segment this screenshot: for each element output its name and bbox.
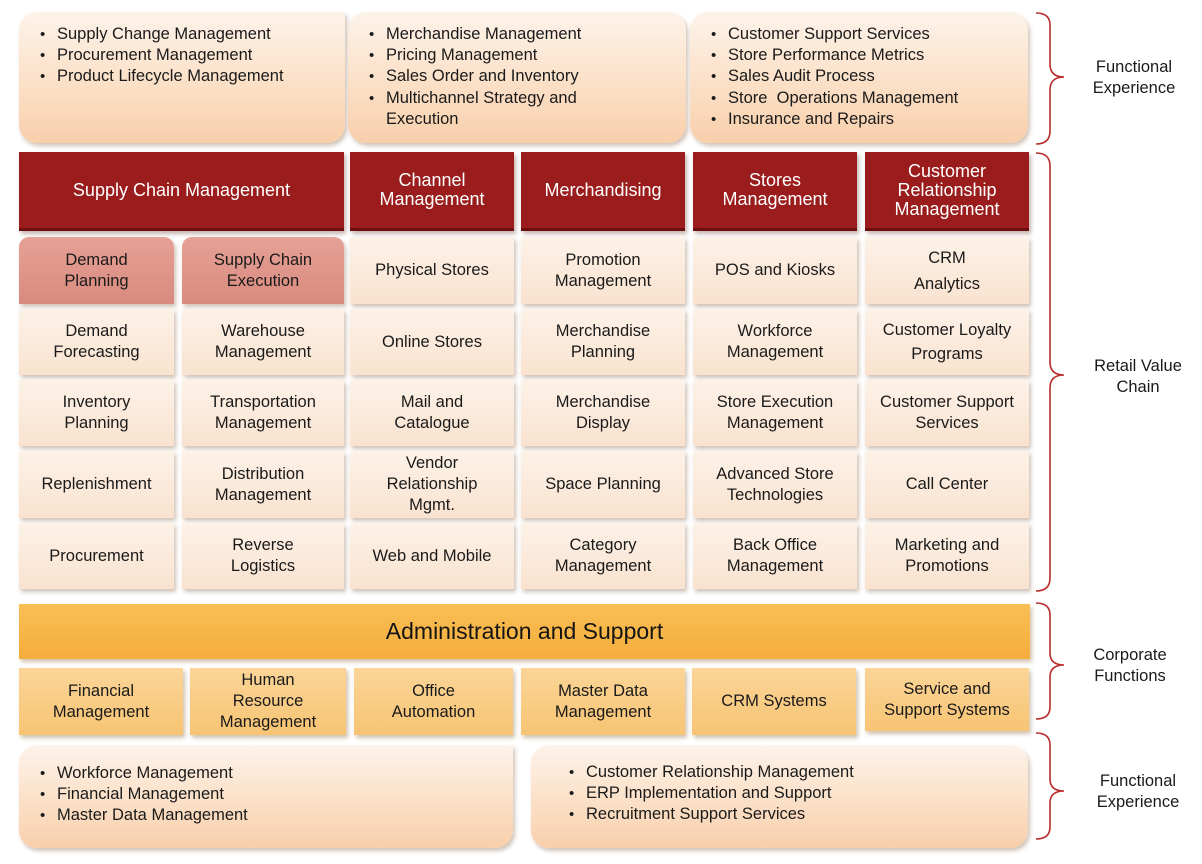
functional-panel-stores: Customer Support Services Store Performa… xyxy=(690,12,1028,143)
bracket-corporate xyxy=(1035,602,1065,720)
bullet-item: ERP Implementation and Support xyxy=(569,783,1014,804)
bullet-item: Multichannel Strategy and Execution xyxy=(369,88,616,130)
header-stores: Stores Management xyxy=(693,152,857,231)
bullet-item: Recruitment Support Services xyxy=(569,804,1014,825)
functional-panel-supply: Supply Change Management Procurement Man… xyxy=(19,12,345,143)
admin-cell-financial: Financial Management xyxy=(19,668,183,735)
cell-physical-stores: Physical Stores xyxy=(350,237,514,304)
bullet-item: Store Performance Metrics xyxy=(711,45,1014,66)
admin-cell-service-support: Service and Support Systems xyxy=(865,668,1029,731)
bullet-item: Insurance and Repairs xyxy=(711,109,1014,130)
cell-crm-analytics: CRM Analytics xyxy=(865,237,1029,304)
bullet-item: Sales Audit Process xyxy=(711,66,1014,87)
cell-warehouse-management: Warehouse Management xyxy=(182,309,344,375)
admin-cell-master-data: Master Data Management xyxy=(521,668,685,735)
bullet-item: Customer Relationship Management xyxy=(569,762,1014,783)
cell-pos-kiosks: POS and Kiosks xyxy=(693,237,857,304)
cell-reverse-logistics: Reverse Logistics xyxy=(182,523,344,589)
cell-loyalty-programs: Customer Loyalty Programs xyxy=(865,309,1029,375)
bullet-item: Supply Change Management xyxy=(40,24,331,45)
cell-supply-chain-execution: Supply Chain Execution xyxy=(182,237,344,304)
bullet-item: Financial Management xyxy=(40,784,499,805)
cell-customer-support: Customer Support Services xyxy=(865,380,1029,446)
bullet-list: Customer Support Services Store Performa… xyxy=(710,24,1014,130)
header-crm: Customer Relationship Management xyxy=(865,152,1029,231)
cell-web-mobile: Web and Mobile xyxy=(350,523,514,589)
cell-online-stores: Online Stores xyxy=(350,309,514,375)
cell-inventory-planning: Inventory Planning xyxy=(19,380,174,446)
cell-advanced-store-tech: Advanced Store Technologies xyxy=(693,451,857,518)
bullet-item: Store Operations Management xyxy=(711,88,1014,109)
admin-support-bar: Administration and Support xyxy=(19,604,1030,659)
cell-merchandise-planning: Merchandise Planning xyxy=(521,309,685,375)
cell-store-execution: Store Execution Management xyxy=(693,380,857,446)
bullet-item: Customer Support Services xyxy=(711,24,1014,45)
bullet-item: Pricing Management xyxy=(369,45,672,66)
cell-transportation-management: Transportation Management xyxy=(182,380,344,446)
header-merchandising: Merchandising xyxy=(521,152,685,231)
label-functional-experience-top: Functional Experience xyxy=(1092,58,1176,97)
bullet-item: Merchandise Management xyxy=(369,24,672,45)
header-channel: Channel Management xyxy=(350,152,514,231)
label-retail-value-chain: Retail Value Chain xyxy=(1094,357,1182,396)
bullet-list: Merchandise Management Pricing Managemen… xyxy=(368,24,672,130)
cell-merchandise-display: Merchandise Display xyxy=(521,380,685,446)
cell-marketing-promotions: Marketing and Promotions xyxy=(865,523,1029,589)
cell-procurement: Procurement xyxy=(19,523,174,589)
bullet-item: Sales Order and Inventory xyxy=(369,66,672,87)
admin-cell-hr: Human Resource Management xyxy=(190,668,346,735)
bullet-item: Master Data Management xyxy=(40,805,499,826)
bullet-item: Product Lifecycle Management xyxy=(40,66,331,87)
label-corporate-functions: Corporate Functions xyxy=(1093,646,1167,685)
label-functional-experience-bottom: Functional Experience xyxy=(1096,772,1180,811)
bracket-functional-bottom xyxy=(1035,732,1065,840)
cell-space-planning: Space Planning xyxy=(521,451,685,518)
cell-distribution-management: Distribution Management xyxy=(182,451,344,518)
bullet-list: Customer Relationship Management ERP Imp… xyxy=(568,762,1014,826)
cell-replenishment: Replenishment xyxy=(19,451,174,518)
bullet-item: Procurement Management xyxy=(40,45,331,66)
cell-vendor-relationship: Vendor Relationship Mgmt. xyxy=(350,451,514,518)
cell-demand-planning: Demand Planning xyxy=(19,237,174,304)
admin-cell-crm-systems: CRM Systems xyxy=(692,668,856,735)
bracket-retail xyxy=(1035,152,1065,592)
functional-panel-merchandise: Merchandise Management Pricing Managemen… xyxy=(348,12,686,143)
admin-cell-office: Office Automation xyxy=(354,668,513,735)
cell-mail-catalogue: Mail and Catalogue xyxy=(350,380,514,446)
header-supply-chain: Supply Chain Management xyxy=(19,152,344,231)
bullet-item: Workforce Management xyxy=(40,763,499,784)
bullet-list: Workforce Management Financial Managemen… xyxy=(39,763,499,827)
functional-panel-corporate-left: Workforce Management Financial Managemen… xyxy=(19,745,513,848)
cell-demand-forecasting: Demand Forecasting xyxy=(19,309,174,375)
cell-call-center: Call Center xyxy=(865,451,1029,518)
cell-back-office: Back Office Management xyxy=(693,523,857,589)
cell-workforce-management: Workforce Management xyxy=(693,309,857,375)
cell-promotion-management: Promotion Management xyxy=(521,237,685,304)
functional-panel-corporate-right: Customer Relationship Management ERP Imp… xyxy=(531,745,1028,848)
bracket-functional-top xyxy=(1035,12,1065,145)
cell-category-management: Category Management xyxy=(521,523,685,589)
bullet-list: Supply Change Management Procurement Man… xyxy=(39,24,331,88)
